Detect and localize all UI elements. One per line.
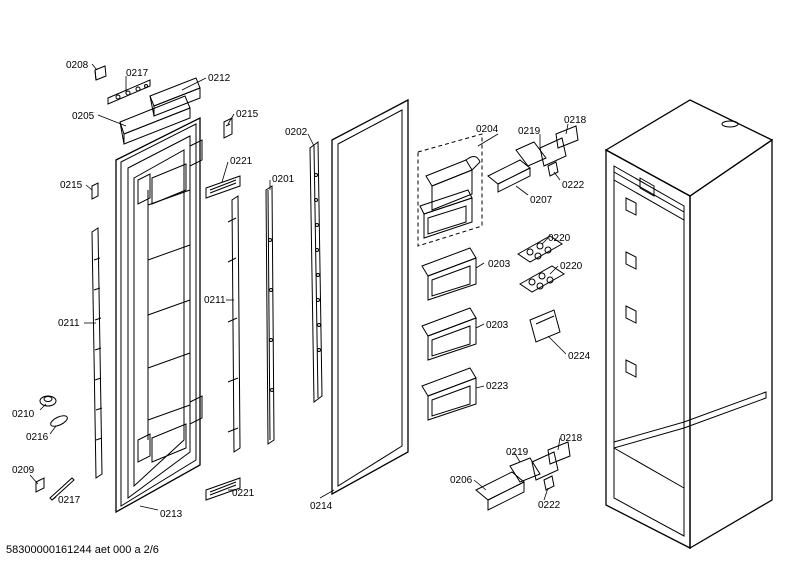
label-0201: 0201 xyxy=(272,174,295,185)
label-0221-bottom: 0221 xyxy=(232,488,255,499)
label-0212: 0212 xyxy=(208,73,231,84)
part-0208 xyxy=(94,65,107,81)
door-gasket-0214 xyxy=(331,98,409,496)
hinge-bottom-0206 xyxy=(475,457,541,511)
egg-tray-0220-b xyxy=(519,265,565,293)
label-0215-left: 0215 xyxy=(60,180,83,191)
label-0218-bottom: 0218 xyxy=(560,433,583,444)
door-bin-0203-b xyxy=(421,307,477,361)
part-0222-top xyxy=(547,161,559,177)
door-bin-0223 xyxy=(421,367,477,421)
hinge-plate-0219-top xyxy=(539,137,567,167)
label-0219-top: 0219 xyxy=(518,126,541,137)
vent-grille-0221-top xyxy=(205,175,241,199)
label-0208: 0208 xyxy=(66,60,89,71)
part-0217-top xyxy=(107,79,151,105)
part-0215-top xyxy=(223,117,233,139)
door-bin-0204 xyxy=(419,189,473,239)
label-0209: 0209 xyxy=(12,465,35,476)
door-frame-part xyxy=(115,116,203,514)
label-0217-top: 0217 xyxy=(126,68,149,79)
egg-tray-0220-a xyxy=(517,235,563,263)
rail-0211-left xyxy=(91,227,103,479)
label-0207: 0207 xyxy=(530,195,553,206)
document-footer-code: 58300000161244 aet 000 a 2/6 xyxy=(6,544,159,556)
vent-grille-0221-bottom xyxy=(205,477,241,501)
part-0215-left xyxy=(91,182,99,200)
label-0220-b: 0220 xyxy=(560,261,583,272)
rail-0211-right xyxy=(227,195,241,453)
label-0215-top: 0215 xyxy=(236,109,259,120)
hinge-top-0207 xyxy=(487,141,547,193)
label-0206: 0206 xyxy=(450,475,473,486)
label-0214: 0214 xyxy=(310,501,333,512)
part-0222-bottom xyxy=(543,475,555,491)
part-0218-bottom xyxy=(547,441,571,465)
fridge-cabinet xyxy=(604,99,774,550)
part-0216 xyxy=(50,415,68,427)
leader-lines xyxy=(29,63,569,511)
rail-0202 xyxy=(309,141,323,403)
label-0205: 0205 xyxy=(72,111,95,122)
label-0223: 0223 xyxy=(486,381,509,392)
rail-0201 xyxy=(265,185,275,445)
label-0217-bottom: 0217 xyxy=(58,495,81,506)
label-0222-bottom: 0222 xyxy=(538,500,561,511)
dashed-group-0204 xyxy=(417,133,483,247)
label-0202: 0202 xyxy=(285,127,308,138)
part-0217-bottom xyxy=(49,477,75,501)
label-0211-right: 0211 xyxy=(204,295,226,306)
part-0212 xyxy=(149,77,201,117)
hinge-plate-0219-bottom xyxy=(531,451,559,481)
label-0221-top: 0221 xyxy=(230,156,253,167)
label-0203-b: 0203 xyxy=(486,320,509,331)
part-labels: 0208 0217 0212 0205 0215 0202 0221 0201 … xyxy=(12,60,591,520)
part-0209 xyxy=(35,477,45,493)
label-0218-top: 0218 xyxy=(564,115,587,126)
label-0203-a: 0203 xyxy=(488,259,511,270)
part-0218-top xyxy=(555,125,579,149)
label-0222-top: 0222 xyxy=(562,180,585,191)
door-bin-0203-a xyxy=(421,247,477,301)
label-0210: 0210 xyxy=(12,409,35,420)
part-0224 xyxy=(529,309,561,343)
part-0210 xyxy=(39,395,57,407)
label-0211-left: 0211 xyxy=(58,318,80,329)
label-0204: 0204 xyxy=(476,124,499,135)
label-0219-bottom: 0219 xyxy=(506,447,529,458)
label-0216: 0216 xyxy=(26,432,49,443)
label-0213: 0213 xyxy=(160,509,183,520)
label-0224: 0224 xyxy=(568,351,591,362)
label-0220-a: 0220 xyxy=(548,233,571,244)
part-0205 xyxy=(119,95,191,145)
